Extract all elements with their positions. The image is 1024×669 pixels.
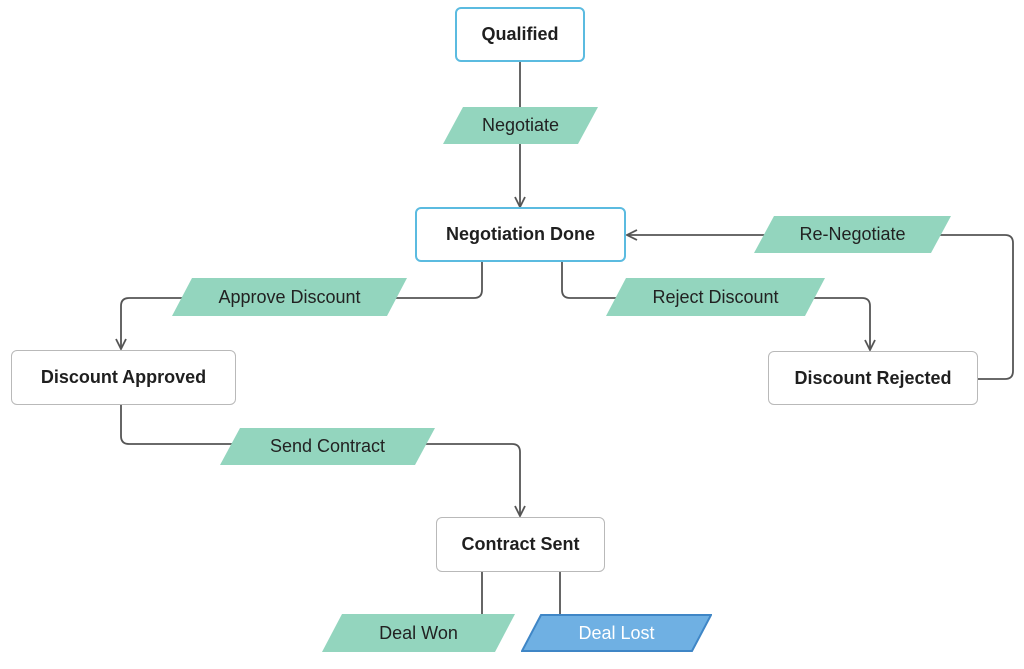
transition-send-contract[interactable]: Send Contract xyxy=(220,428,435,465)
parallelogram-shape xyxy=(322,614,515,652)
transition-deal-won[interactable]: Deal Won xyxy=(322,614,515,652)
transition-label: Deal Lost xyxy=(578,622,655,643)
transition-label: Deal Won xyxy=(379,622,458,643)
transition-negotiate[interactable]: Negotiate xyxy=(443,107,598,144)
transition-label: Send Contract xyxy=(269,436,386,456)
connector-rejected-to-negotiation xyxy=(624,229,1014,380)
transition-label: Reject Discount xyxy=(652,286,779,307)
transition-reject-discount[interactable]: Reject Discount xyxy=(606,278,825,316)
parallelogram-shape xyxy=(521,614,712,652)
transition-label: Re-Negotiate xyxy=(799,224,906,244)
parallelogram-shape xyxy=(754,216,951,253)
transition-re-negotiate[interactable]: Re-Negotiate xyxy=(754,216,951,253)
transition-label: Approve Discount xyxy=(218,286,361,307)
state-qualified[interactable]: Qualified xyxy=(455,7,585,62)
transition-deal-lost[interactable]: Deal Lost xyxy=(521,614,712,652)
parallelogram-shape xyxy=(172,278,407,316)
state-contract-sent[interactable]: Contract Sent xyxy=(436,517,605,572)
parallelogram-shape xyxy=(220,428,435,465)
transition-approve-discount[interactable]: Approve Discount xyxy=(172,278,407,316)
transition-label: Negotiate xyxy=(481,115,560,135)
parallelogram-shape xyxy=(606,278,825,316)
state-discount-approved[interactable]: Discount Approved xyxy=(11,350,236,405)
parallelogram-shape xyxy=(443,107,598,144)
state-discount-rejected[interactable]: Discount Rejected xyxy=(768,351,978,405)
state-negotiation-done[interactable]: Negotiation Done xyxy=(415,207,626,262)
